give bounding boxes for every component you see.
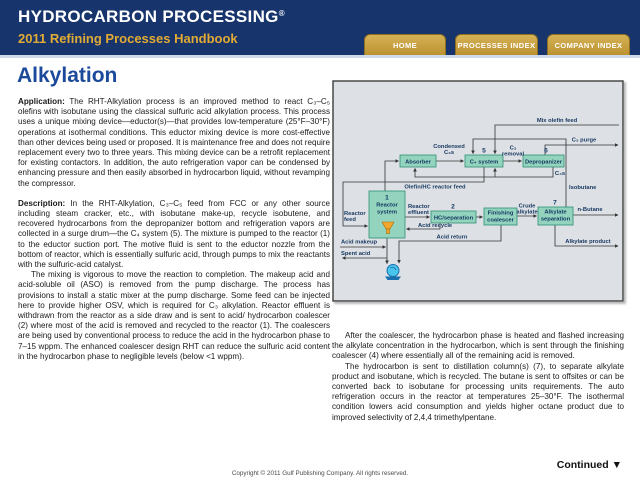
- acid-return-label: Acid return: [437, 235, 468, 241]
- depropanizer-box: [522, 154, 565, 168]
- isobutane-label: Isobutane: [569, 185, 597, 191]
- nav-company-index-button[interactable]: COMPANY INDEX: [547, 34, 630, 55]
- spent-acid-label: Spent acid: [341, 251, 371, 257]
- olefin-hc-reactor-feed-label: Olefin/HC reactor feed: [404, 185, 466, 191]
- down-triangle-icon: ▼: [611, 459, 622, 471]
- alkylate-separation-number: 7: [553, 200, 557, 207]
- right-column: After the coalescer, the hydrocarbon pha…: [332, 331, 624, 423]
- c4-system-number: 5: [482, 148, 486, 155]
- stream-labels: Mix olefin feed C₃ purge Condensed C₃s C…: [341, 118, 611, 257]
- copyright-notice: Copyright © 2011 Gulf Publishing Company…: [231, 470, 409, 477]
- reactor-feed-label-2: feed: [344, 217, 356, 223]
- reactor-label-1: Reactor: [376, 203, 398, 209]
- finishing-coalescer-label-1: Finishing: [488, 211, 514, 217]
- c4-system-box: [464, 154, 504, 168]
- flow-lines: [340, 124, 619, 265]
- mixing-paragraph: The mixing is vigorous to move the react…: [18, 270, 330, 361]
- alkylate-separation-label-1: Alkylate: [544, 210, 567, 216]
- hc-separation-label: HC/separation: [434, 216, 474, 222]
- c3-removal-label-1: C₃: [510, 146, 517, 152]
- n-butane-label: n-Butane: [577, 207, 603, 213]
- isobutane-recycle-line: [471, 138, 567, 207]
- eductor-icon: [381, 221, 395, 234]
- distillation-paragraph: The hydrocarbon is sent to distillation …: [332, 361, 624, 422]
- description-text: In the RHT-Alkylation, C₃–C₅ feed from F…: [18, 198, 330, 270]
- c3-removal-label-2: removal: [502, 152, 525, 158]
- coalescer-paragraph: After the coalescer, the hydrocarbon pha…: [332, 331, 624, 361]
- acid-recycle-line: [405, 223, 441, 231]
- olefin-hc-reactor-feed-line: [342, 167, 485, 228]
- registered-mark: ®: [278, 9, 285, 18]
- absorber-label: Absorber: [405, 160, 432, 166]
- depropanizer-label: Depropanizer: [525, 160, 563, 166]
- c3-purge-line: [544, 143, 619, 155]
- crude-alkylate-label-2: alkylate: [516, 210, 538, 216]
- application-label: Application:: [18, 97, 65, 106]
- reactor-effluent-label-1: Reactor: [408, 204, 430, 210]
- description-label: Description:: [18, 198, 66, 208]
- finishing-coalescer-box: [483, 207, 518, 226]
- mix-olefin-feed-label: Mix olefin feed: [537, 118, 578, 124]
- alkylate-product-label: Alkylate product: [565, 239, 610, 245]
- acid-makeup-label: Acid makeup: [341, 240, 378, 246]
- absorber-box: [399, 154, 437, 168]
- page-title: Alkylation: [17, 64, 118, 87]
- reactor-number: 1: [385, 195, 389, 202]
- reactor-label-2: system: [377, 210, 397, 216]
- c4-system-label: C₄ system: [470, 160, 499, 166]
- c4s-label: C₄s: [555, 171, 565, 177]
- brand-title: HYDROCARBON PROCESSING®: [18, 7, 285, 27]
- application-paragraph: Application: The RHT-Alkylation process …: [18, 97, 330, 189]
- brand-text: HYDROCARBON PROCESSING: [18, 7, 279, 26]
- hc-separation-box: [430, 210, 477, 224]
- condensed-label-1: Condensed: [433, 144, 465, 150]
- crude-alkylate-label-1: Crude: [519, 204, 537, 210]
- hc-separation-number: 2: [451, 204, 455, 211]
- nav-home-button[interactable]: HOME: [364, 34, 446, 55]
- left-column: Application: The RHT-Alkylation process …: [18, 97, 330, 362]
- process-flow-diagram: Absorber 5 C₄ system 6 Depropanizer 1 Re…: [332, 80, 624, 302]
- acid-recycle-label: Acid recycle: [418, 223, 453, 229]
- reactor-effluent-label-2: effluent: [408, 210, 429, 216]
- description-paragraph: Description: In the RHT-Alkylation, C₃–C…: [18, 199, 330, 270]
- reactor-vapor-line: [384, 159, 400, 191]
- c3-purge-label: C₃ purge: [572, 138, 597, 144]
- alkylate-separation-box: [537, 206, 574, 226]
- unit-labels: Absorber 5 C₄ system 6 Depropanizer 1 Re…: [376, 148, 570, 224]
- alkylate-product-line: [554, 225, 619, 248]
- mix-olefin-feed-line: [493, 124, 619, 155]
- acid-return-line: [397, 225, 502, 264]
- pump-icon: [385, 264, 401, 280]
- header-divider: [0, 55, 640, 58]
- unit-boxes: [368, 154, 574, 239]
- continued-link[interactable]: Continued ▼: [557, 459, 622, 471]
- application-text: The RHT-Alkylation process is an improve…: [18, 97, 330, 188]
- reactor-feed-label-1: Reactor: [344, 211, 366, 217]
- finishing-coalescer-label-2: coalescer: [487, 218, 514, 224]
- nav-processes-index-button[interactable]: PROCESSES INDEX: [455, 34, 538, 55]
- condensed-label-2: C₃s: [444, 150, 454, 156]
- header-banner: HYDROCARBON PROCESSING® 2011 Refining Pr…: [0, 0, 640, 55]
- continued-text: Continued: [556, 459, 609, 471]
- handbook-subtitle: 2011 Refining Processes Handbook: [18, 31, 238, 46]
- alkylate-separation-label-2: separation: [541, 217, 571, 223]
- depropanizer-number: 6: [544, 148, 548, 155]
